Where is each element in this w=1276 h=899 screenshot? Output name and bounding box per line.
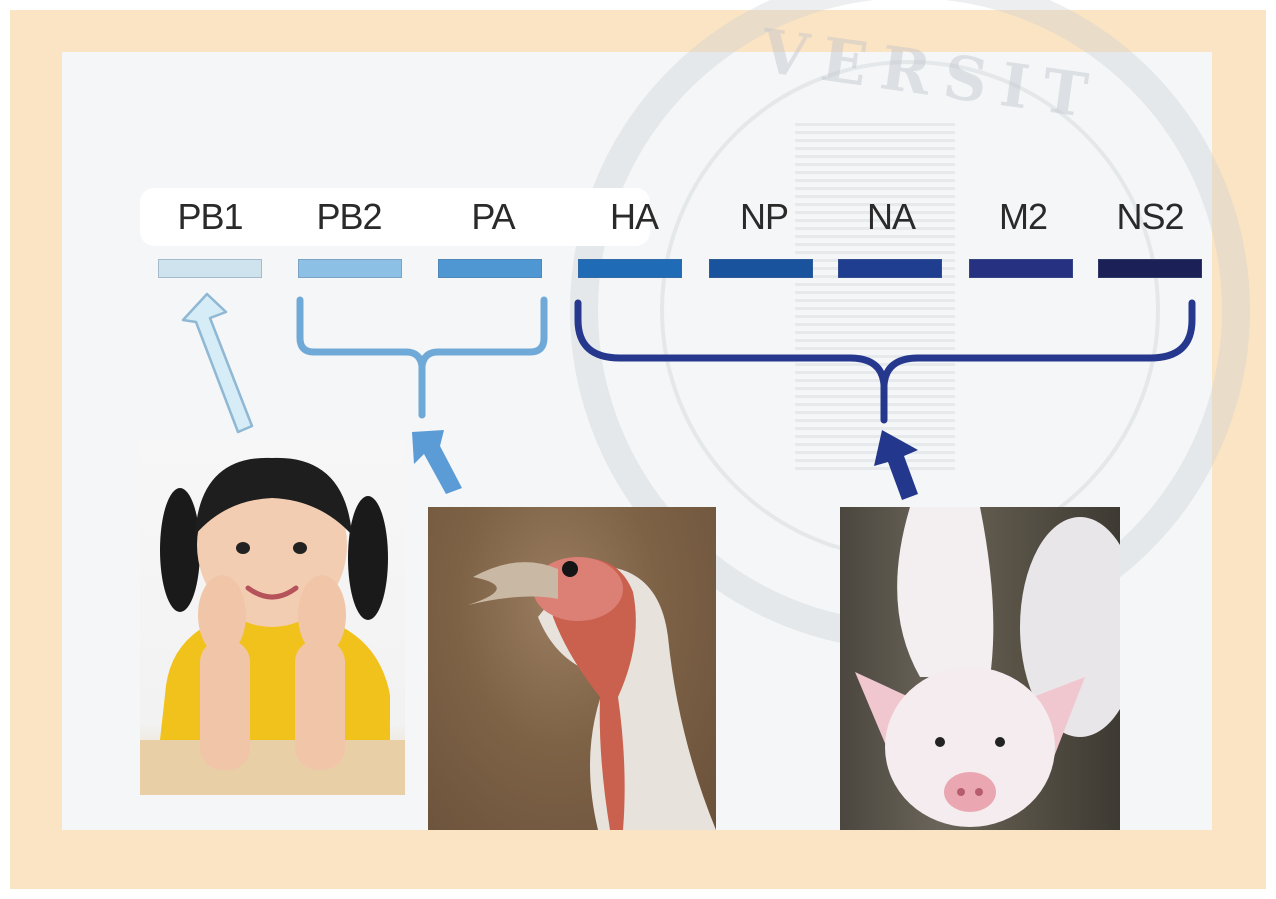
pig-photo <box>840 507 1120 830</box>
avian-arrow <box>412 430 462 494</box>
avian-brace <box>300 300 544 415</box>
swine-arrow <box>874 430 918 500</box>
human-arrow <box>183 294 252 432</box>
swine-brace <box>578 303 1192 420</box>
pig-illustration <box>840 507 1120 830</box>
child-photo <box>140 440 405 795</box>
turkey-illustration <box>428 507 716 830</box>
turkey-photo <box>428 507 716 830</box>
child-illustration <box>140 440 405 795</box>
